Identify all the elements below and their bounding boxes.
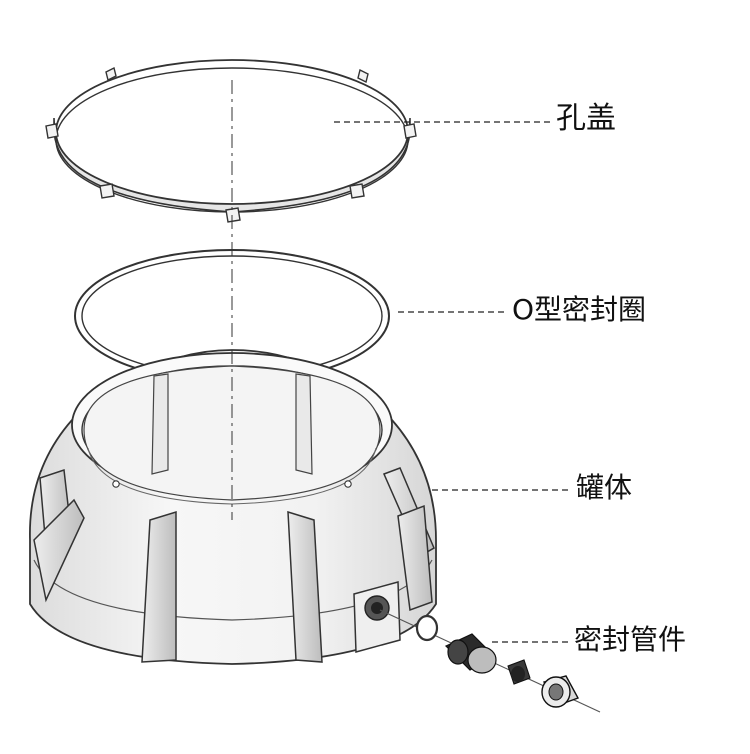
seal-insert bbox=[507, 659, 531, 685]
leader-lines bbox=[334, 121, 572, 643]
rim-holes bbox=[112, 480, 352, 488]
cap-nut bbox=[541, 675, 580, 708]
inner-struts bbox=[151, 373, 313, 475]
side-port-boss bbox=[353, 581, 401, 653]
cover-lugs bbox=[45, 66, 417, 223]
label-o-ring: O型密封圈 bbox=[512, 293, 647, 326]
label-seal-fitting: 密封管件 bbox=[574, 623, 687, 656]
tank-body bbox=[29, 349, 437, 665]
label-tank-body: 罐体 bbox=[576, 471, 633, 504]
cover-plate bbox=[45, 59, 417, 223]
label-cover: 孔盖 bbox=[556, 101, 616, 136]
washer bbox=[415, 614, 439, 642]
body-ribs bbox=[33, 467, 435, 663]
seal-fitting-parts bbox=[379, 609, 601, 713]
gland-body bbox=[444, 633, 497, 674]
